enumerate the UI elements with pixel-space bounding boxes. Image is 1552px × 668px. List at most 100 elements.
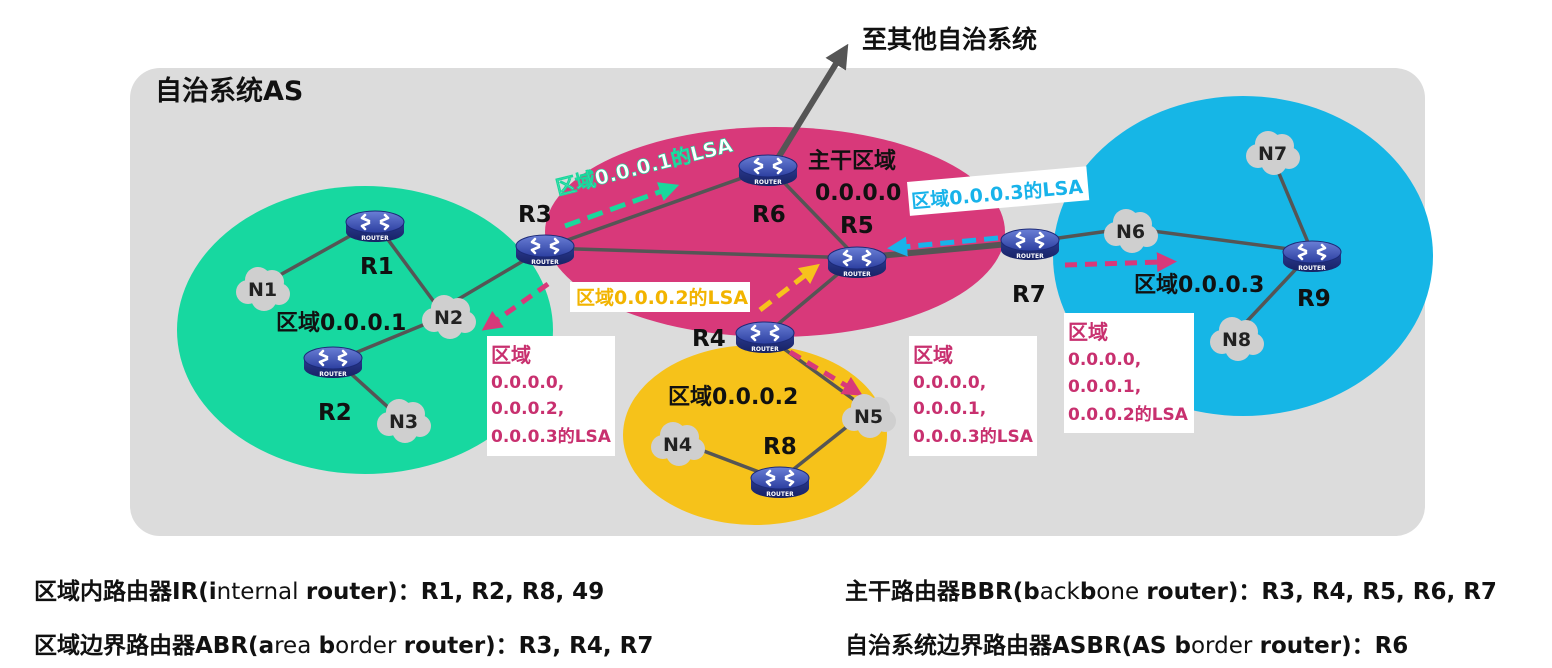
caption-ir-part: i xyxy=(208,579,217,605)
caption-bbr-tail: outer)：R3, R4, R5, R6, R7 xyxy=(1157,579,1497,605)
lsa-arrow-area3 xyxy=(887,235,999,257)
caption-internal-router: 区域内路由器IR(internal router)：R1, R2, R8, 49 xyxy=(34,572,604,606)
caption-abr-part: a xyxy=(258,633,275,659)
lsa-label-area3-bg xyxy=(907,166,1090,216)
network-cloud-n1: N1 xyxy=(236,267,290,311)
caption-abr-part: r xyxy=(403,633,416,659)
caption-asbr-part: b xyxy=(1174,633,1191,659)
area-0002-region xyxy=(623,345,887,525)
network-label-n5: N5 xyxy=(854,406,883,428)
network-cloud-n4: N4 xyxy=(651,422,705,466)
network-cloud-n6: N6 xyxy=(1104,209,1158,253)
caption-bbr-part: ack xyxy=(1039,579,1080,605)
lsa-box-r4-title: 区域 xyxy=(913,343,953,367)
caption-bbr-part: one xyxy=(1096,579,1147,605)
caption-bbr-part: b xyxy=(1079,579,1097,605)
router-label-r4: R4 xyxy=(692,326,726,352)
lsa-arrow-to-area1 xyxy=(481,281,550,331)
router-labels: R1 R2 R3 R4 R5 R6 R7 R8 R9 xyxy=(318,202,1331,460)
network-label-n4: N4 xyxy=(663,434,692,456)
lsa-box-r4-line2: 0.0.0.1, xyxy=(913,399,986,419)
area-label-0003: 区域0.0.0.3 xyxy=(1134,272,1264,298)
network-label-n6: N6 xyxy=(1116,221,1145,243)
lsa-arrow-area2 xyxy=(758,263,820,312)
network-label-n2: N2 xyxy=(434,307,463,329)
lsa-box-r4-line3: 0.0.0.3的LSA xyxy=(913,426,1034,447)
router-badge-r7: ROUTER xyxy=(1016,253,1044,260)
area-0001-region xyxy=(177,186,553,474)
router-badges: ROUTER ROUTER ROUTER ROUTER ROUTER ROUTE… xyxy=(319,179,1326,498)
lsa-arrow-to-area2 xyxy=(788,349,863,396)
caption-ir-part: 区域内路由器IR( xyxy=(34,579,209,605)
router-label-r7: R7 xyxy=(1012,282,1046,308)
lsa-box-r7-line2: 0.0.0.1, xyxy=(1068,377,1141,397)
lsa-box-r3-title: 区域 xyxy=(491,343,531,367)
router-badge-r6: ROUTER xyxy=(754,179,782,186)
router-label-r9: R9 xyxy=(1297,286,1331,312)
router-label-r1: R1 xyxy=(360,254,394,280)
router-badge-r1: ROUTER xyxy=(361,235,389,242)
router-badge-r3: ROUTER xyxy=(531,259,559,266)
ospf-area-diagram: 至其他自治系统 自治系统AS 区域0.0.0.1的LSA 区域0.0.0.2的L… xyxy=(130,25,1433,536)
caption-ir-part: r xyxy=(305,579,318,605)
lsa-box-r3: 区域 0.0.0.0, 0.0.0.2, 0.0.0.3的LSA xyxy=(487,336,615,456)
caption-abr-part: order xyxy=(335,633,404,659)
caption-ir-tail: outer)：R1, R2, R8, 49 xyxy=(317,579,605,605)
area-label-0002: 区域0.0.0.2 xyxy=(668,384,798,410)
lsa-box-r3-line3: 0.0.0.3的LSA xyxy=(491,426,612,447)
lsa-box-r7-title: 区域 xyxy=(1068,320,1108,344)
caption-asbr-part: AS xyxy=(1132,633,1175,659)
caption-abr-part: rea xyxy=(274,633,319,659)
router-label-r3: R3 xyxy=(518,202,552,228)
network-cloud-n3: N3 xyxy=(377,399,431,443)
as-title: 自治系统AS xyxy=(155,75,303,107)
lsa-box-r4-line1: 0.0.0.0, xyxy=(913,373,986,393)
lsa-box-r3-line2: 0.0.0.2, xyxy=(491,399,564,419)
router-badge-r5: ROUTER xyxy=(843,271,871,278)
network-label-n3: N3 xyxy=(389,411,418,433)
router-badge-r8: ROUTER xyxy=(766,491,794,498)
to-other-as-arrow xyxy=(775,43,849,160)
router-badge-r2: ROUTER xyxy=(319,371,347,378)
caption-bbr-part: 主干路由器BBR( xyxy=(845,579,1024,605)
lsa-box-r4: 区域 0.0.0.0, 0.0.0.1, 0.0.0.3的LSA xyxy=(909,336,1037,456)
caption-bbr-part: b xyxy=(1023,579,1040,605)
caption-asbr-part: r xyxy=(1259,633,1271,659)
lsa-box-r7-line1: 0.0.0.0, xyxy=(1068,350,1141,370)
lsa-arrow-area1 xyxy=(564,182,680,229)
caption-bbr-part: r xyxy=(1146,579,1158,605)
caption-as-border-router: 自治系统边界路由器ASBR(AS border router)：R6 xyxy=(845,626,1408,660)
lsa-box-r7: 区域 0.0.0.0, 0.0.0.1, 0.0.0.2的LSA xyxy=(1064,313,1194,433)
network-cloud-n5: N5 xyxy=(842,394,896,438)
caption-ir-part: nternal xyxy=(216,579,306,605)
router-badge-r9: ROUTER xyxy=(1298,265,1326,272)
lsa-arrow-to-area3 xyxy=(1064,252,1177,273)
network-label-n8: N8 xyxy=(1222,329,1251,351)
router-label-r6: R6 xyxy=(752,202,786,228)
lsa-label-area2: 区域0.0.0.2的LSA xyxy=(576,286,748,309)
caption-abr-part: 区域边界路由器ABR( xyxy=(34,633,259,659)
lsa-box-r3-line1: 0.0.0.0, xyxy=(491,373,564,393)
network-label-n1: N1 xyxy=(248,279,277,301)
lsa-label-area2-bg xyxy=(570,282,750,312)
area-label-0001: 区域0.0.0.1 xyxy=(276,310,406,336)
router-label-r8: R8 xyxy=(763,434,797,460)
to-other-as-label: 至其他自治系统 xyxy=(862,25,1037,54)
router-label-r2: R2 xyxy=(318,400,352,426)
network-cloud-n7: N7 xyxy=(1246,131,1300,175)
caption-asbr-part: order xyxy=(1190,633,1260,659)
caption-abr-part: b xyxy=(318,633,336,659)
caption-asbr-part: 自治系统边界路由器ASBR( xyxy=(845,633,1133,659)
router-label-r5: R5 xyxy=(840,213,874,239)
network-cloud-n2: N2 xyxy=(422,295,476,339)
caption-area-border-router: 区域边界路由器ABR(area border router)：R3, R4, R… xyxy=(34,626,653,660)
caption-backbone-router: 主干路由器BBR(backbone router)：R3, R4, R5, R6… xyxy=(845,572,1497,606)
router-badge-r4: ROUTER xyxy=(751,346,779,353)
area-label-backbone-title: 主干区域 xyxy=(808,148,896,174)
network-cloud-n8: N8 xyxy=(1210,317,1264,361)
network-label-n7: N7 xyxy=(1258,143,1287,165)
lsa-box-r7-line3: 0.0.0.2的LSA xyxy=(1068,404,1189,425)
caption-asbr-tail: outer)：R6 xyxy=(1270,633,1409,659)
caption-abr-tail: outer)：R3, R4, R7 xyxy=(415,633,654,659)
area-label-backbone-id: 0.0.0.0 xyxy=(815,181,901,206)
